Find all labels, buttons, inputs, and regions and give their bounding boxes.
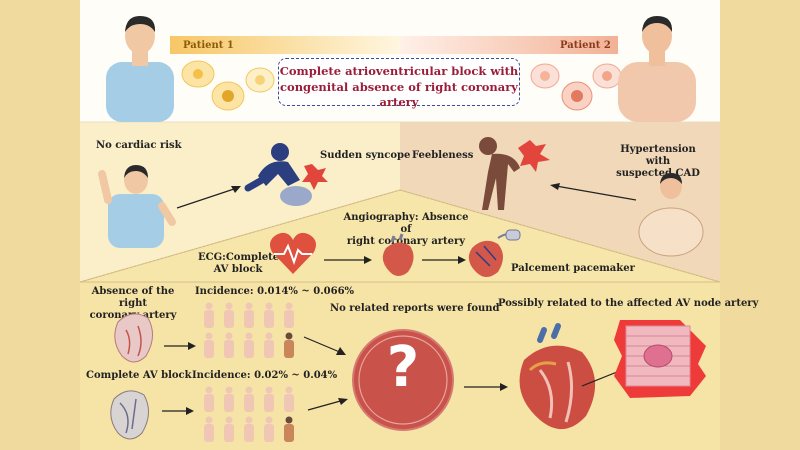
- person-icon: [264, 386, 274, 412]
- person-icon: [244, 302, 254, 328]
- arrow-icon: [324, 256, 372, 264]
- population-grid-1: [204, 302, 294, 358]
- title-line2: congenital absence of right coronary art…: [280, 79, 518, 110]
- person-icon: [106, 16, 174, 122]
- arrow-icon: [303, 336, 346, 355]
- angio-line1: Angiography: Absence of: [343, 212, 469, 235]
- person-icon: [204, 416, 214, 442]
- no-cardiac-risk-label: No cardiac risk: [96, 140, 182, 151]
- heart-icon: [519, 323, 596, 430]
- heart-icon: [114, 313, 153, 363]
- title-box: Complete atrioventricular block with con…: [278, 58, 520, 109]
- ecg-line1: ECG:Complete: [198, 252, 280, 263]
- pacemaker-label: Palcement pacemaker: [511, 263, 635, 274]
- person-icon: [204, 332, 214, 358]
- ecg-label: ECG:Complete AV block: [198, 252, 280, 276]
- arrow-icon: [176, 186, 241, 209]
- right-margin: [720, 0, 800, 450]
- pacemaker-icon: [468, 229, 521, 277]
- person-icon: [284, 332, 294, 358]
- hypertension-label: Hypertension with suspected CAD: [612, 144, 704, 180]
- person-icon: [204, 386, 214, 412]
- angiography-label: Angiography: Absence of right coronary a…: [343, 212, 469, 248]
- angio-line2: right coronary artery: [346, 236, 466, 247]
- person-icon: [244, 386, 254, 412]
- left-margin: [0, 0, 80, 450]
- incidence1-label: Incidence: 0.014% ~ 0.066%: [195, 286, 355, 297]
- person-icon: [244, 416, 254, 442]
- person-icon: [264, 302, 274, 328]
- absence-line1: Absence of the right: [91, 286, 175, 309]
- sudden-syncope-label: Sudden syncope: [320, 150, 411, 161]
- arrow-icon: [464, 383, 508, 391]
- arrow-icon: [550, 183, 637, 201]
- person-icon: [224, 386, 234, 412]
- person-icon: [284, 302, 294, 328]
- feeble-person-icon: [479, 137, 550, 210]
- person-icon: [204, 302, 214, 328]
- person-icon: [284, 386, 294, 412]
- cell-icon: [530, 63, 622, 111]
- person-icon: [618, 16, 696, 122]
- feebleness-label: Feebleness: [412, 150, 474, 161]
- person-icon: [638, 173, 704, 257]
- incidence2-label: Incidence: 0.02% ~ 0.04%: [192, 370, 338, 381]
- person-icon: [224, 302, 234, 328]
- person-icon: [264, 332, 274, 358]
- ecg-heart-icon: [270, 232, 316, 274]
- person-icon: [98, 165, 176, 248]
- burst-icon: [614, 320, 706, 398]
- hypertension-line1: Hypertension with: [620, 144, 696, 167]
- person-icon: [284, 416, 294, 442]
- heart-icon: [110, 390, 149, 440]
- arrow-icon: [162, 407, 194, 415]
- patient1-label: Patient 1: [183, 40, 234, 51]
- arrow-icon: [307, 398, 348, 411]
- cell-icon: [181, 60, 275, 111]
- person-icon: [224, 332, 234, 358]
- question-icon: [352, 329, 454, 431]
- heart-icon: [382, 233, 414, 276]
- arrow-icon: [422, 256, 466, 264]
- possibly-label: Possibly related to the affected AV node…: [498, 298, 759, 309]
- population-grid-2: [204, 386, 294, 442]
- patient2-label: Patient 2: [560, 40, 611, 51]
- hypertension-line2: suspected CAD: [616, 168, 700, 179]
- title-line1: Complete atrioventricular block with: [279, 64, 519, 78]
- ecg-line2: AV block: [213, 264, 263, 275]
- person-icon: [224, 416, 234, 442]
- avblock-label: Complete AV block: [86, 370, 192, 381]
- person-icon: [244, 332, 254, 358]
- person-icon: [264, 416, 274, 442]
- question-mark: ?: [386, 335, 420, 400]
- arrow-icon: [164, 342, 196, 350]
- no-reports-label: No related reports were found: [330, 303, 500, 314]
- syncope-icon: [244, 143, 328, 206]
